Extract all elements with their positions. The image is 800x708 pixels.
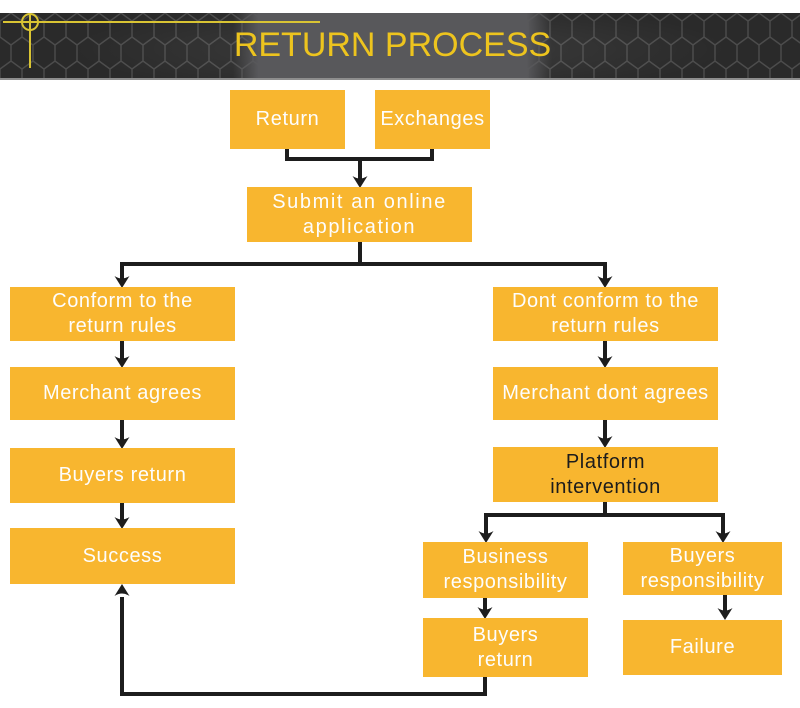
flow-node-success: Success	[10, 528, 235, 584]
flow-node-exchanges: Exchanges	[375, 90, 490, 149]
flow-node-merchant-dont-agrees: Merchant dont agrees	[493, 367, 718, 420]
flow-node-return: Return	[230, 90, 345, 149]
flow-node-buyers-return-bottom: Buyers return	[423, 618, 588, 677]
flow-node-submit-application: Submit an online application	[247, 187, 472, 242]
page-title: RETURN PROCESS	[233, 26, 552, 64]
title-plate: RETURN PROCESS	[233, 13, 552, 78]
flow-node-merchant-agrees: Merchant agrees	[10, 367, 235, 420]
flow-node-buyers-return: Buyers return	[10, 448, 235, 503]
flow-node-failure: Failure	[623, 620, 782, 675]
flow-node-dont-conform-rules: Dont conform to the return rules	[493, 287, 718, 341]
flow-node-conform-rules: Conform to the return rules	[10, 287, 235, 341]
flow-node-buyers-responsibility: Buyers responsibility	[623, 542, 782, 595]
flow-node-platform-intervention: Platform intervention	[493, 447, 718, 502]
flow-node-business-responsibility: Business responsibility	[423, 542, 588, 598]
header-banner: RETURN PROCESS	[0, 13, 800, 80]
